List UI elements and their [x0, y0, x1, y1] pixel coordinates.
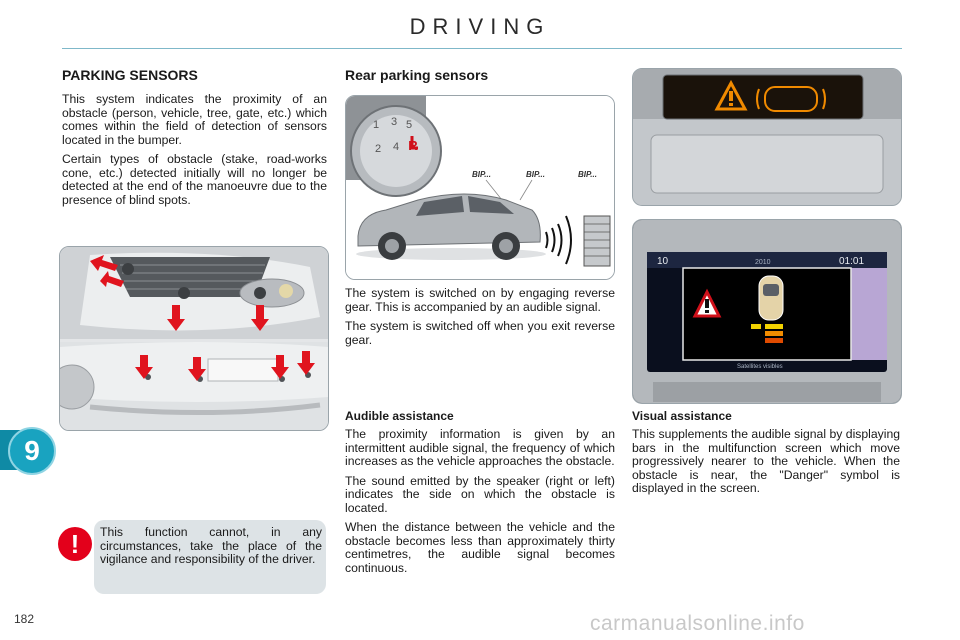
gear-label: 2 — [375, 143, 381, 155]
watermark: carmanualsonline.info — [590, 612, 805, 635]
section-heading-rear-sensors: Rear parking sensors — [345, 67, 489, 83]
audible-assistance-section: Audible assistance The proximity informa… — [345, 409, 615, 581]
reverse-gear-car-illustration: 1 3 5 2 4 R BIP... BIP... BIP... — [346, 96, 614, 279]
paragraph: The system is switched on by engaging re… — [345, 286, 615, 314]
paragraph: The sound emitted by the speaker (right … — [345, 473, 615, 515]
screen-readout-left: 10 — [657, 256, 669, 267]
paragraph: This system indicates the proximity of a… — [62, 92, 327, 147]
paragraph: When the distance between the vehicle an… — [345, 520, 615, 575]
paragraph: This supplements the audible signal by d… — [632, 427, 900, 495]
beep-label: BIP... — [578, 170, 597, 179]
section-heading-parking-sensors: PARKING SENSORS — [62, 67, 198, 83]
subheading-visual: Visual assistance — [632, 409, 732, 423]
page-title: DRIVING — [409, 14, 551, 39]
instrument-display-photo — [632, 68, 902, 206]
rear-sensor-illustration: 1 3 5 2 4 R BIP... BIP... BIP... — [345, 95, 615, 280]
visual-body: This supplements the audible signal by d… — [632, 427, 900, 496]
paragraph: The system is switched off when you exit… — [345, 319, 615, 347]
warning-box — [94, 520, 326, 594]
visual-assistance-section: Visual assistance This supplements the a… — [632, 409, 900, 502]
page-number: 182 — [14, 612, 35, 626]
paragraph: The proximity information is given by an… — [345, 427, 615, 468]
screen-readout-center: 2010 — [755, 259, 771, 266]
multifunction-screen-photo: 10 2010 01:01 Satellites visibles — [632, 219, 902, 404]
left-column: PARKING SENSORS This system indicates th… — [62, 67, 327, 213]
gear-label: 4 — [393, 141, 399, 153]
left-body: This system indicates the proximity of a… — [62, 92, 327, 207]
gear-label: 3 — [391, 116, 397, 128]
middle-body: The system is switched on by engaging re… — [345, 286, 615, 353]
gear-label: 5 — [406, 119, 412, 131]
warning-text: This function cannot, in any circumstanc… — [100, 525, 322, 566]
subheading-audible: Audible assistance — [345, 409, 454, 423]
beep-label: BIP... — [526, 170, 545, 179]
header-divider — [62, 48, 902, 49]
exclamation-icon: ! — [58, 527, 92, 561]
paragraph: Certain types of obstacle (stake, road-w… — [62, 152, 327, 207]
screen-readout-bottom: Satellites visibles — [737, 364, 783, 370]
bumper-illustration — [60, 247, 328, 430]
beep-label: BIP... — [472, 170, 491, 179]
bumper-sensor-photo — [59, 246, 329, 431]
multifunction-screen-illustration: 10 2010 01:01 Satellites visibles — [633, 220, 901, 403]
audible-body: The proximity information is given by an… — [345, 427, 615, 575]
gear-label: 1 — [373, 119, 379, 131]
screen-readout-right: 01:01 — [839, 256, 864, 267]
middle-heading-wrap: Rear parking sensors — [345, 67, 615, 83]
amber-display-illustration — [633, 69, 901, 205]
chapter-number: 9 — [8, 427, 56, 475]
